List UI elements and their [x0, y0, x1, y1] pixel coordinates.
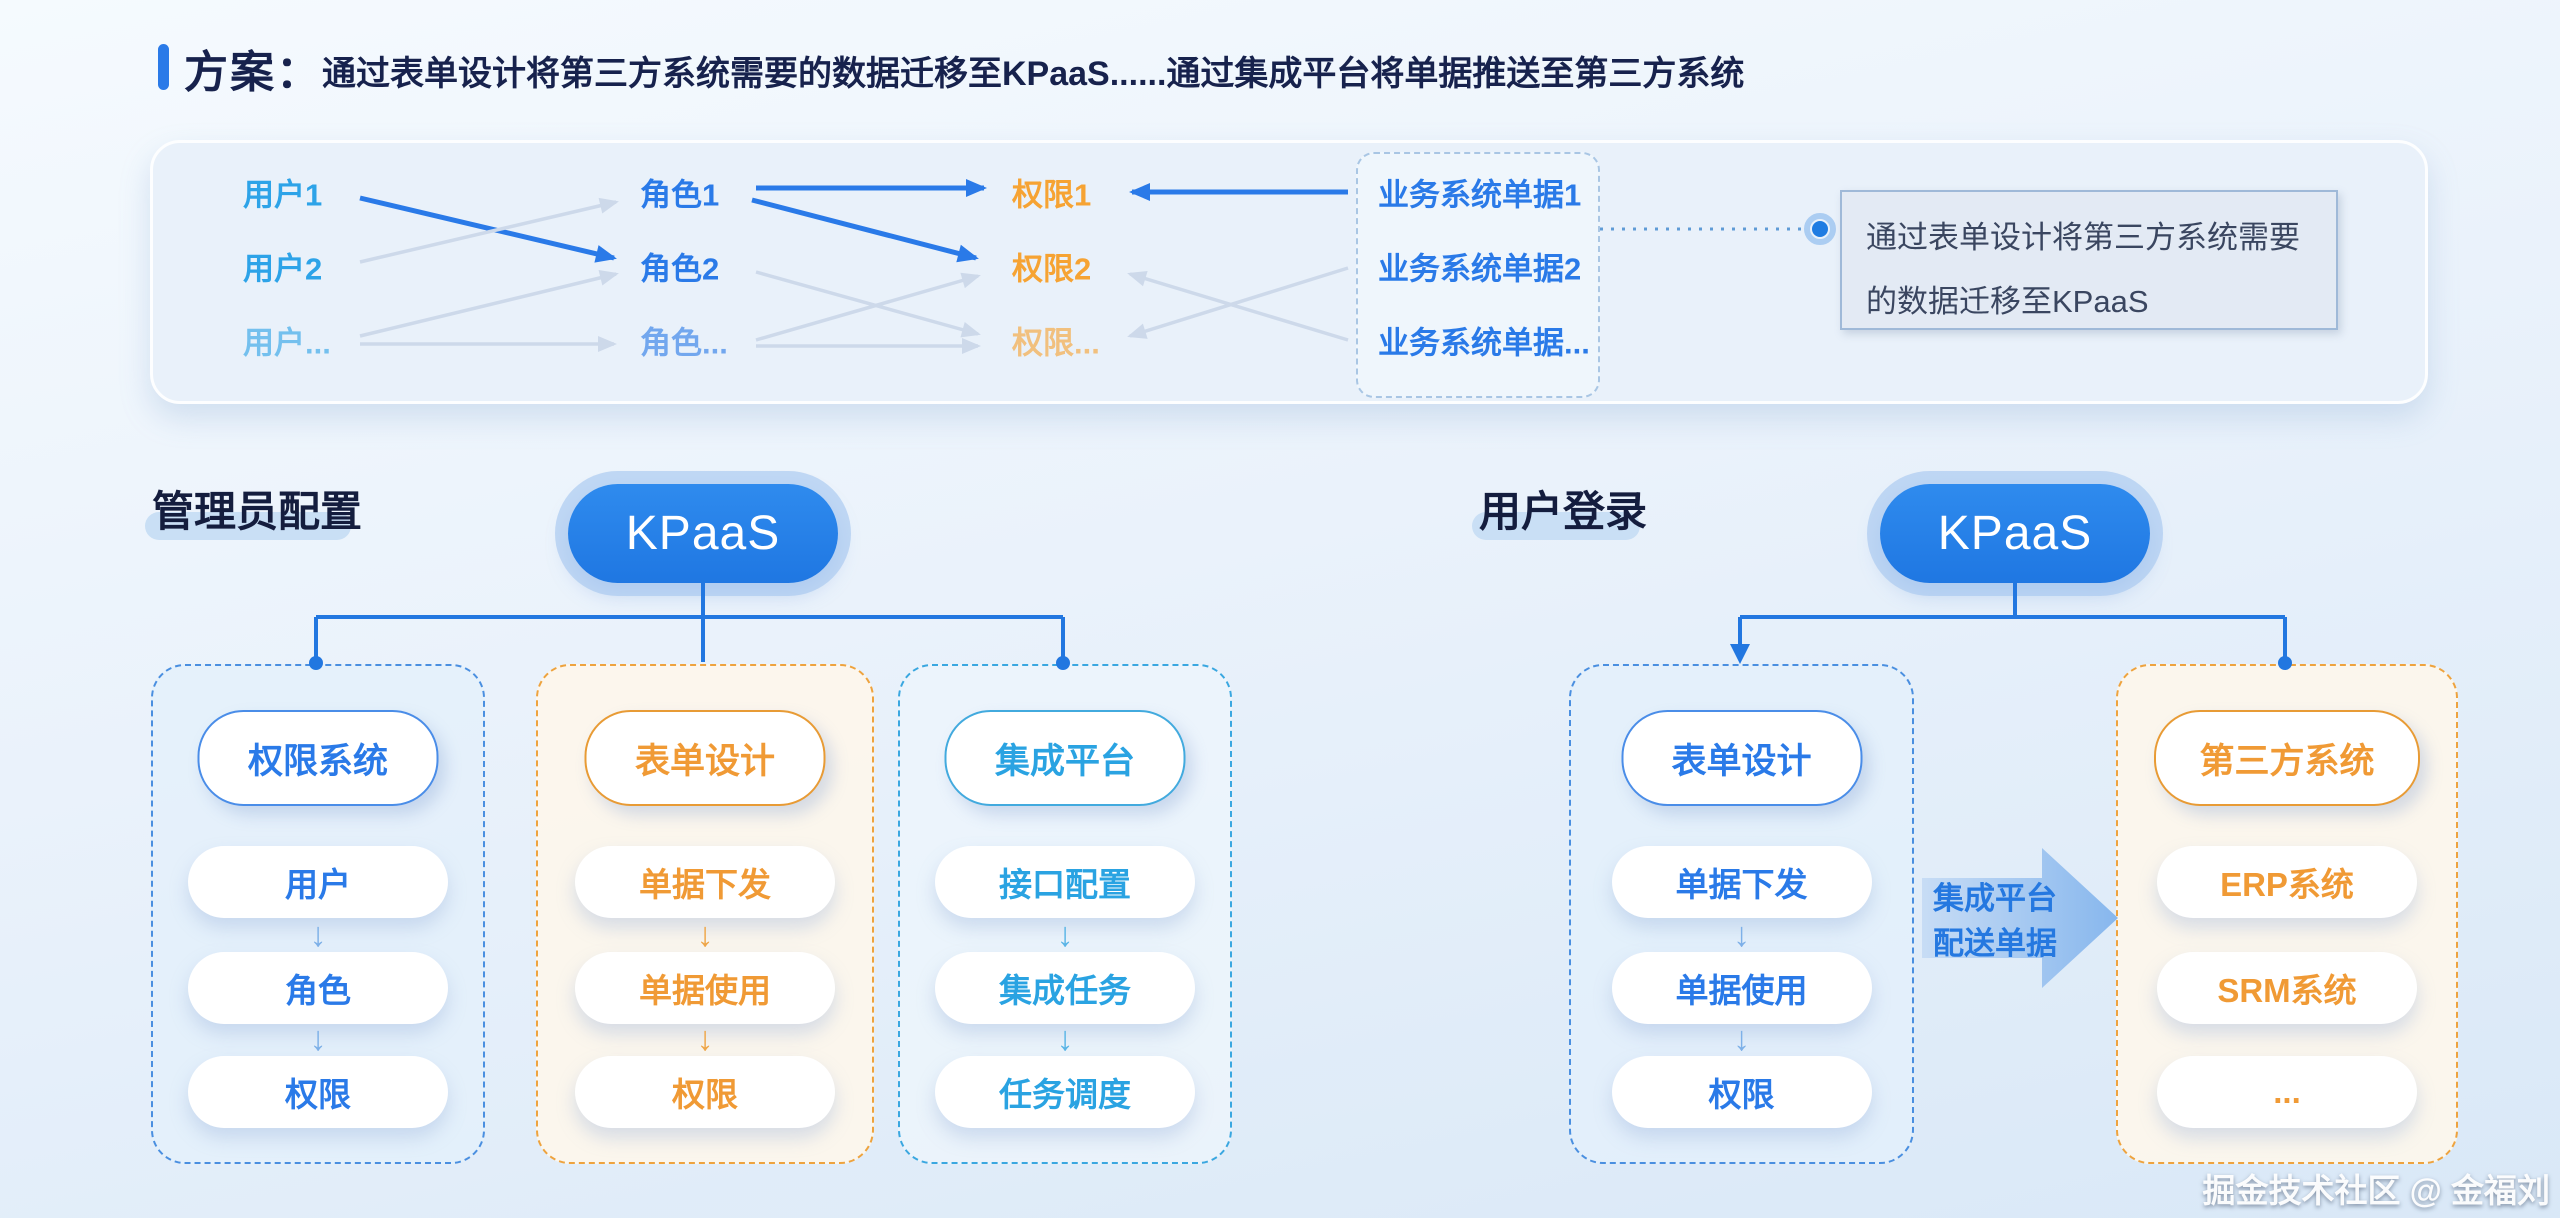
column-item: 任务调度 — [935, 1056, 1195, 1128]
flow-arrow-line-2: 配送单据 — [1933, 926, 2057, 961]
permission-more-label: 权限... — [1012, 325, 1100, 361]
down-arrow-icon: ↓ — [309, 1020, 327, 1058]
role-more-label: 角色... — [640, 325, 728, 361]
user-tree-connectors — [1738, 583, 2287, 658]
kpaas-root-user: KPaaS — [1880, 484, 2150, 583]
title-accent-bar — [158, 44, 169, 90]
user-column-form-design: 表单设计 单据下发 ↓ 单据使用 ↓ 权限 — [1569, 664, 1914, 1164]
watermark: 掘金技术社区 @ 金福刘 — [2202, 1172, 2550, 1209]
column-item: 单据下发 — [1611, 846, 1872, 918]
down-arrow-icon: ↓ — [696, 916, 714, 954]
down-arrow-icon: ↓ — [309, 916, 327, 954]
user-more-label: 用户... — [243, 325, 331, 361]
column-header: 表单设计 — [1621, 710, 1862, 806]
admin-heading: 管理员配置 — [152, 488, 363, 535]
column-header: 第三方系统 — [2154, 710, 2420, 806]
user-column-third-party-systems: 第三方系统 ERP系统 SRM系统 ... — [2116, 664, 2458, 1164]
admin-column-form-design: 表单设计 单据下发 ↓ 单据使用 ↓ 权限 — [536, 664, 874, 1164]
column-item: 单据下发 — [575, 846, 835, 918]
column-item: 用户 — [188, 846, 448, 918]
integration-flow-arrow-label: 集成平台 配送单据 — [1928, 876, 2062, 966]
admin-column-integration-platform: 集成平台 接口配置 ↓ 集成任务 ↓ 任务调度 — [898, 664, 1232, 1164]
business-doc-2-label: 业务系统单据2 — [1378, 251, 1582, 287]
down-arrow-icon: ↓ — [1733, 916, 1750, 954]
note-box — [1840, 190, 2338, 330]
title-label: 方案： — [184, 48, 322, 97]
column-item: 单据使用 — [575, 952, 835, 1024]
column-item: 权限 — [188, 1056, 448, 1128]
user-heading-highlight — [1472, 512, 1640, 540]
kpaas-root-admin: KPaaS — [568, 484, 838, 583]
column-item: 接口配置 — [935, 846, 1195, 918]
column-item: 权限 — [1611, 1056, 1872, 1128]
column-header: 集成平台 — [944, 710, 1186, 806]
down-arrow-icon: ↓ — [1056, 1020, 1074, 1058]
title-text: 通过表单设计将第三方系统需要的数据迁移至KPaaS......通过集成平台将单据… — [322, 55, 1745, 93]
flow-arrow-line-1: 集成平台 — [1933, 881, 2057, 916]
column-header: 权限系统 — [197, 710, 439, 806]
column-item: ... — [2157, 1056, 2417, 1128]
column-item: 角色 — [188, 952, 448, 1024]
down-arrow-icon: ↓ — [1056, 916, 1074, 954]
admin-column-permission-system: 权限系统 用户 ↓ 角色 ↓ 权限 — [151, 664, 485, 1164]
business-doc-more-label: 业务系统单据... — [1378, 325, 1590, 361]
role-2-label: 角色2 — [640, 251, 720, 287]
connector-arrowhead — [1730, 644, 1750, 664]
admin-heading-highlight — [145, 512, 351, 540]
business-doc-1-label: 业务系统单据1 — [1378, 177, 1582, 213]
kpaas-root-admin-label: KPaaS — [625, 507, 781, 560]
permission-1-label: 权限1 — [1012, 177, 1092, 213]
column-item: 单据使用 — [1611, 952, 1872, 1024]
permission-2-label: 权限2 — [1012, 251, 1092, 287]
column-item: 集成任务 — [935, 952, 1195, 1024]
column-item: ERP系统 — [2157, 846, 2417, 918]
kpaas-root-user-label: KPaaS — [1937, 507, 2093, 560]
role-1-label: 角色1 — [640, 177, 720, 213]
column-header: 表单设计 — [584, 710, 826, 806]
note-line-2: 的数据迁移至KPaaS — [1866, 284, 2149, 319]
user-1-label: 用户1 — [243, 177, 323, 213]
down-arrow-icon: ↓ — [696, 1020, 714, 1058]
admin-tree-connectors — [314, 583, 1065, 662]
user-heading: 用户登录 — [1479, 488, 1648, 535]
column-item: 权限 — [575, 1056, 835, 1128]
user-2-label: 用户2 — [243, 251, 323, 287]
business-docs-box — [1356, 152, 1600, 398]
column-item: SRM系统 — [2157, 952, 2417, 1024]
down-arrow-icon: ↓ — [1733, 1020, 1750, 1058]
note-line-1: 通过表单设计将第三方系统需要 — [1866, 220, 2300, 255]
